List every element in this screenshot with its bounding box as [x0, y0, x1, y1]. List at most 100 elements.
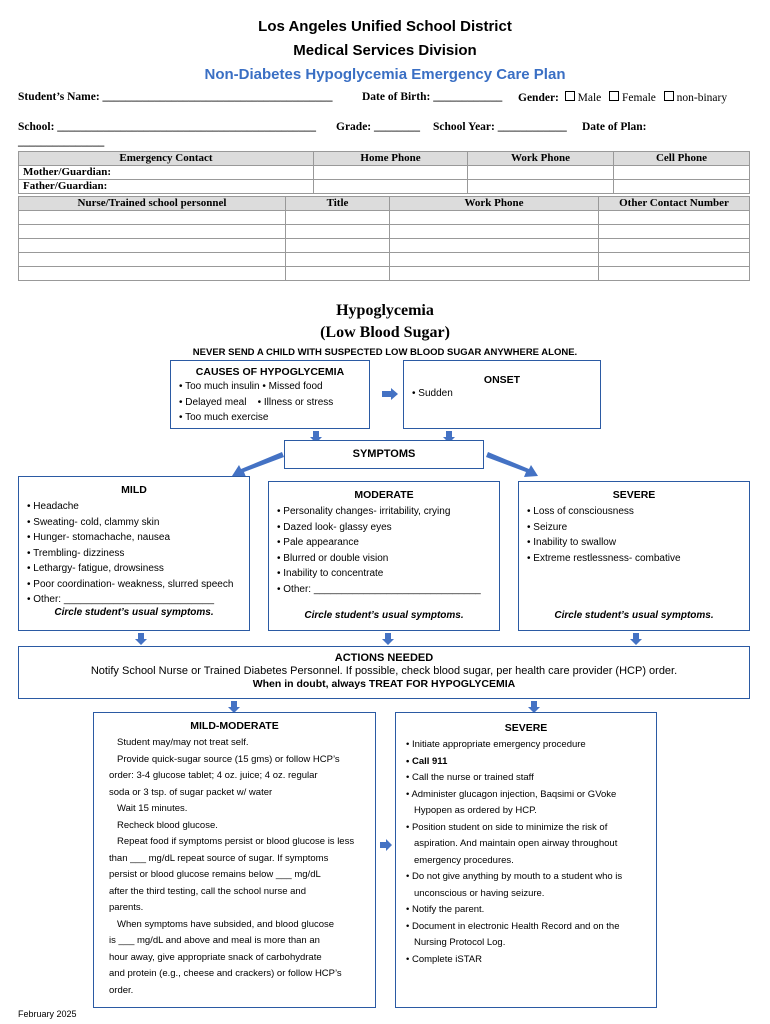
cause-line-2: • Delayed meal • Illness or stress	[179, 396, 334, 408]
sa-line: • Complete iSTAR	[406, 953, 483, 965]
list-item: Dazed look- glassy eyes	[277, 520, 499, 536]
hypo-title: Hypoglycemia	[336, 302, 434, 319]
staff-cell[interactable]	[389, 252, 599, 267]
moderate-list: Personality changes- irritability, cryin…	[269, 504, 499, 597]
sa-line: emergency procedures.	[414, 854, 514, 866]
staff-cell[interactable]	[389, 266, 599, 281]
onset-item: • Sudden	[412, 388, 453, 399]
moderate-symptoms-box: MODERATE Personality changes- irritabili…	[268, 481, 500, 631]
sa-line: • Administer glucagon injection, Baqsimi…	[406, 788, 617, 800]
arrow-down-icon	[630, 633, 642, 645]
grade-field[interactable]: Grade: ________	[336, 121, 421, 133]
school-year-field[interactable]: School Year: ____________	[433, 121, 567, 133]
arrow-right-icon	[380, 839, 392, 851]
list-item: Seizure	[527, 520, 749, 536]
school-field[interactable]: School: ________________________________…	[18, 121, 317, 133]
sa-line: Hypopen as ordered by HCP.	[414, 805, 537, 816]
checkbox-male[interactable]	[564, 91, 575, 101]
staff-cell[interactable]	[285, 210, 390, 225]
mm-line: Student may/may not treat self.	[117, 737, 249, 748]
staff-cell[interactable]	[598, 238, 750, 253]
onset-box: ONSET • Sudden	[403, 360, 601, 429]
mother-cell-cell[interactable]	[613, 165, 750, 180]
staff-cell[interactable]	[285, 224, 390, 239]
col-nurse-personnel: Nurse/Trained school personnel	[18, 196, 286, 211]
dob-field[interactable]: Date of Birth: ____________	[362, 91, 503, 103]
date-of-plan-field[interactable]: Date of Plan:	[582, 121, 647, 133]
list-item: Lethargy- fatigue, drowsiness	[27, 561, 249, 577]
mild-circle-note: Circle student’s usual symptoms.	[54, 607, 214, 618]
table-row	[18, 238, 750, 253]
staff-cell[interactable]	[598, 210, 750, 225]
table-row: Father/Guardian:	[18, 179, 750, 194]
arrow-down-icon	[382, 633, 394, 645]
col-title: Title	[285, 196, 390, 211]
staff-cell[interactable]	[18, 252, 286, 267]
staff-cell[interactable]	[598, 252, 750, 267]
father-home-cell[interactable]	[313, 179, 468, 194]
list-item: Hunger- stomachache, nausea	[27, 530, 249, 546]
list-item: Headache	[27, 499, 249, 515]
severe-title: SEVERE	[612, 489, 656, 501]
checkbox-nonbinary[interactable]	[663, 91, 674, 101]
mm-line: soda or 3 tsp. of sugar packet w/ water	[109, 786, 273, 798]
table-row	[18, 252, 750, 267]
division-title: Medical Services Division	[293, 42, 477, 59]
staff-cell[interactable]	[18, 224, 286, 239]
mm-line: parents.	[109, 902, 144, 913]
actions-line: Notify School Nurse or Trained Diabetes …	[90, 665, 678, 677]
mm-line: order: 3-4 glucose tablet; 4 oz. juice; …	[109, 770, 318, 781]
col-work-phone: Work Phone	[467, 151, 614, 166]
sa-line: unconscious or having seizure.	[414, 887, 545, 899]
mm-line: and protein (e.g., cheese and crackers) …	[109, 968, 342, 979]
actions-needed-box: ACTIONS NEEDED Notify School Nurse or Tr…	[18, 646, 750, 699]
moderate-title: MODERATE	[354, 489, 414, 501]
mother-work-cell[interactable]	[467, 165, 614, 180]
date-of-plan-line: _______________	[18, 136, 105, 148]
mm-line: is ___ mg/dL and above and meal is more …	[109, 935, 320, 946]
staff-cell[interactable]	[18, 266, 286, 281]
father-cell-cell[interactable]	[613, 179, 750, 194]
arrow-diagonal-right-icon	[486, 452, 538, 477]
mm-line: order.	[109, 984, 134, 996]
mm-line: persist or blood glucose remains below _…	[109, 869, 321, 880]
mm-line: Wait 15 minutes.	[117, 803, 188, 814]
staff-cell[interactable]	[598, 224, 750, 239]
staff-cell[interactable]	[389, 224, 599, 239]
mild-title: MILD	[121, 484, 147, 496]
list-item: Trembling- dizziness	[27, 546, 249, 562]
sa-line: aspiration. And maintain open airway thr…	[414, 838, 618, 849]
staff-cell[interactable]	[598, 266, 750, 281]
staff-cell[interactable]	[389, 238, 599, 253]
staff-cell[interactable]	[285, 266, 390, 281]
table-row	[18, 210, 750, 225]
staff-cell[interactable]	[18, 210, 286, 225]
arrow-down-icon	[528, 701, 540, 713]
arrow-down-icon	[135, 633, 147, 645]
list-item: Other: ______________________________	[277, 582, 499, 598]
mild-moderate-title: MILD-MODERATE	[190, 720, 279, 732]
staff-cell[interactable]	[18, 238, 286, 253]
sa-line: • Call the nurse or trained staff	[406, 772, 534, 783]
student-name-field[interactable]: Student’s Name: ________________________…	[18, 91, 333, 103]
sa-line: • Do not give anything by mouth to a stu…	[406, 871, 623, 882]
staff-cell[interactable]	[285, 252, 390, 267]
mm-line: Recheck blood glucose.	[117, 819, 218, 831]
table-row	[18, 266, 750, 281]
staff-cell[interactable]	[285, 238, 390, 253]
severe-circle-note: Circle student’s usual symptoms.	[554, 610, 714, 621]
list-item: Pale appearance	[277, 535, 499, 551]
plan-title: Non-Diabetes Hypoglycemia Emergency Care…	[204, 66, 566, 83]
sa-line: Nursing Protocol Log.	[414, 937, 506, 948]
staff-cell[interactable]	[389, 210, 599, 225]
father-work-cell[interactable]	[467, 179, 614, 194]
sa-line: • Document in electronic Health Record a…	[406, 920, 620, 932]
checkbox-female[interactable]	[609, 91, 620, 101]
mild-list: Headache Sweating- cold, clammy skin Hun…	[19, 499, 249, 608]
list-item: Extreme restlessness- combative	[527, 551, 749, 567]
col-other-contact: Other Contact Number	[598, 196, 750, 211]
severe-action-box: SEVERE • Initiate appropriate emergency …	[395, 712, 657, 1008]
warning-text: NEVER SEND A CHILD WITH SUSPECTED LOW BL…	[192, 347, 578, 358]
mother-home-cell[interactable]	[313, 165, 468, 180]
list-item: Loss of consciousness	[527, 504, 749, 520]
